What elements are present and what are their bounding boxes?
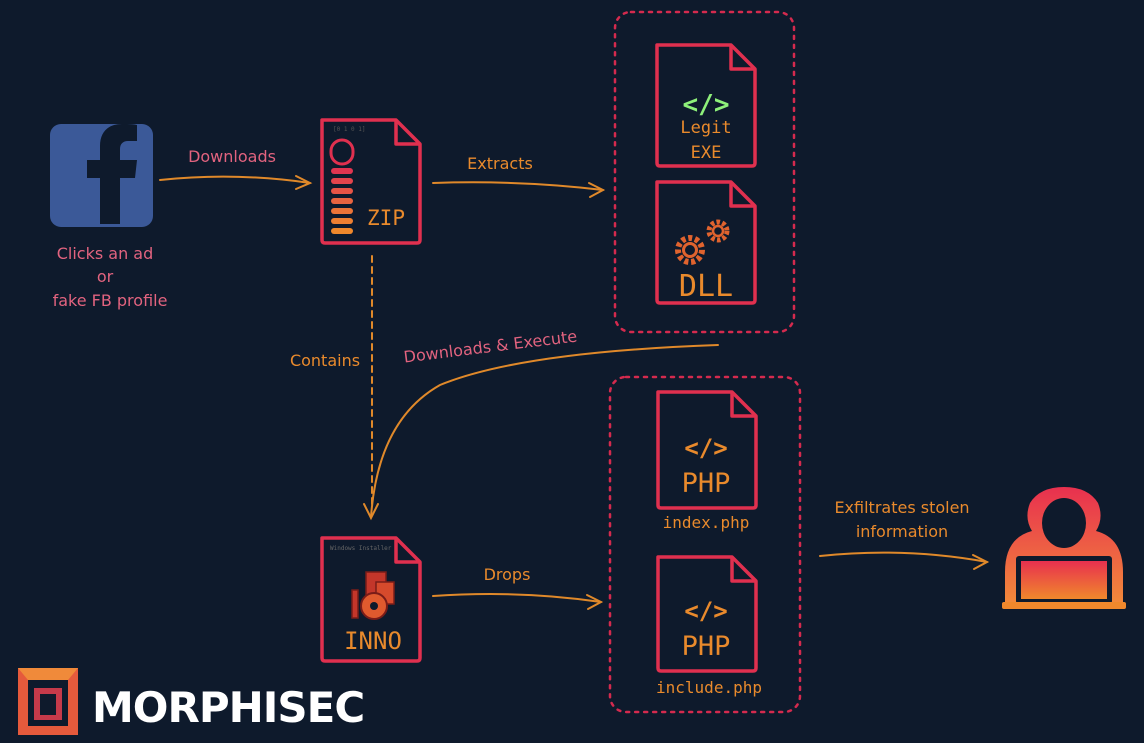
php-include-filename: include.php <box>656 678 762 697</box>
arrow-downloads-execute <box>363 344 719 521</box>
code-icon: </> <box>684 434 727 462</box>
edge-label-drops: Drops <box>484 565 531 584</box>
php-include-icon-label: PHP <box>682 631 731 662</box>
source-caption-line2: or <box>97 267 114 286</box>
exe-file-icon: </> <box>655 43 757 168</box>
zip-file-icon: [0 1 0 1] <box>320 118 422 245</box>
inno-label: INNO <box>344 627 402 655</box>
zip-label: ZIP <box>367 206 405 230</box>
php-index-file-icon: </> <box>656 390 758 510</box>
arrow-downloads <box>159 175 313 190</box>
edge-label-exfiltrates-line1: Exfiltrates stolen <box>834 498 969 517</box>
exe-label-line1: Legit <box>680 118 731 138</box>
edge-label-extracts: Extracts <box>467 154 533 173</box>
php-index-icon-label: PHP <box>682 468 731 499</box>
installer-header: Windows Installer <box>330 545 392 552</box>
edge-label-exfiltrates-line2: information <box>856 522 948 541</box>
extracted-files-group <box>613 10 796 334</box>
gears-icon <box>675 219 730 265</box>
edge-label-contains: Contains <box>290 351 360 370</box>
arrow-extracts <box>432 181 606 198</box>
arrow-drops <box>432 593 604 610</box>
php-files-group <box>608 375 802 714</box>
svg-text:[0 1 0 1]: [0 1 0 1] <box>333 126 366 133</box>
installer-box-icon <box>351 571 395 620</box>
source-caption-line3: fake FB profile <box>53 291 168 310</box>
code-icon: </> <box>683 90 730 120</box>
inno-installer-icon: Windows Installer <box>320 536 422 663</box>
code-icon: </> <box>684 597 727 625</box>
dll-file-icon <box>655 180 757 305</box>
source-caption-line1: Clicks an ad <box>57 244 154 263</box>
php-include-file-icon: </> <box>656 555 758 673</box>
edge-label-downloads-execute: Downloads & Execute <box>403 326 579 366</box>
hacker-icon <box>1002 487 1126 609</box>
morphisec-logo-icon <box>18 668 78 735</box>
dll-label: DLL <box>679 269 733 304</box>
edge-label-downloads: Downloads <box>188 147 276 166</box>
facebook-icon <box>50 124 153 227</box>
arrow-exfiltrates <box>819 551 990 570</box>
php-index-filename: index.php <box>663 513 750 532</box>
morphisec-wordmark: MORPHISEC <box>92 683 365 732</box>
exe-label-line2: EXE <box>691 143 722 163</box>
